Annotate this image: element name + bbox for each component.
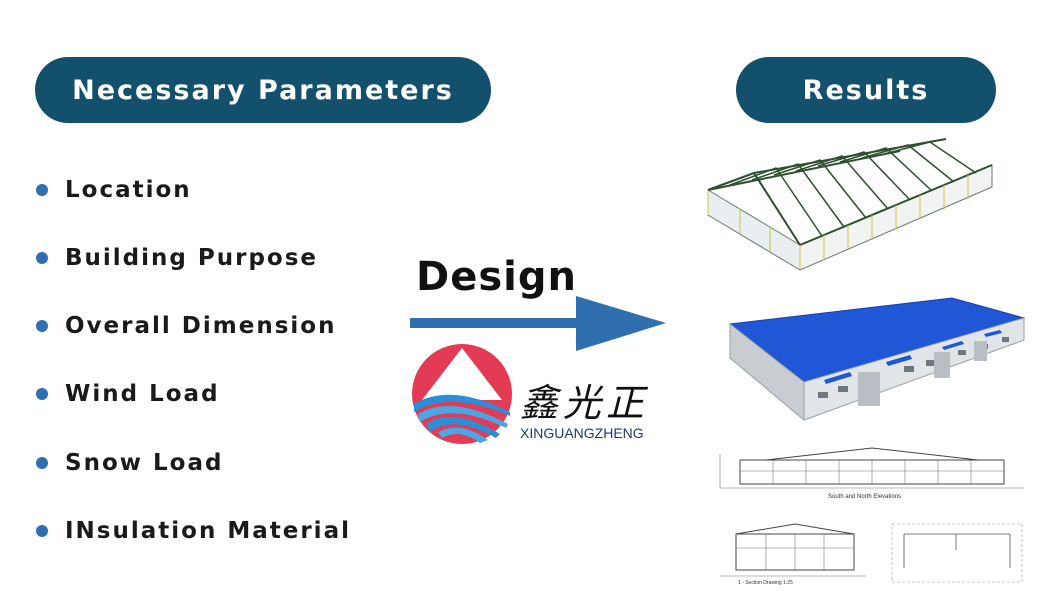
results-title: Results	[802, 74, 930, 106]
results-header: Results	[736, 57, 996, 123]
finished-building-render-image	[728, 297, 1026, 422]
parameter-item-overall-dimension: Overall Dimension	[36, 313, 336, 339]
parameter-item-wind-load: Wind Load	[36, 381, 220, 407]
parameter-item-snow-load: Snow Load	[36, 450, 223, 476]
parameter-label: Snow Load	[65, 450, 224, 476]
bullet-dot-icon	[36, 388, 48, 400]
elevation-drawing-image: South and North Elevations	[719, 447, 1024, 500]
parameter-item-location: Location	[36, 177, 192, 203]
drawing-caption: 1 - Section Drawing 1:25	[738, 580, 793, 586]
section-drawing-image: 1 - Section Drawing 1:25	[720, 523, 1023, 586]
bullet-dot-icon	[36, 184, 48, 196]
bullet-dot-icon	[36, 320, 48, 332]
bullet-dot-icon	[36, 252, 48, 264]
logo-chinese-char: 鑫	[520, 381, 559, 425]
parameter-item-building-purpose: Building Purpose	[36, 245, 318, 271]
bullet-dot-icon	[36, 457, 48, 469]
necessary-parameters-header: Necessary Parameters	[35, 57, 491, 123]
parameter-item-insulation-material: INsulation Material	[36, 518, 351, 544]
drawing-caption: South and North Elevations	[828, 494, 901, 500]
logo-chinese-char: 正	[606, 381, 645, 425]
parameter-label: Building Purpose	[65, 245, 318, 271]
right-arrow-icon	[410, 296, 666, 351]
bullet-dot-icon	[36, 525, 48, 537]
steel-frame-model-image	[707, 138, 993, 271]
parameter-label: Location	[65, 177, 192, 203]
parameter-label: Overall Dimension	[65, 313, 337, 339]
parameter-label: Wind Load	[65, 381, 220, 407]
necessary-parameters-title: Necessary Parameters	[72, 74, 454, 106]
xinguangzheng-logo-icon	[412, 344, 512, 444]
logo-wordmark: XINGUANGZHENG	[520, 425, 644, 441]
logo-chinese-char: 光	[563, 381, 602, 425]
parameter-label: INsulation Material	[65, 518, 351, 544]
design-label: Design	[416, 254, 577, 300]
